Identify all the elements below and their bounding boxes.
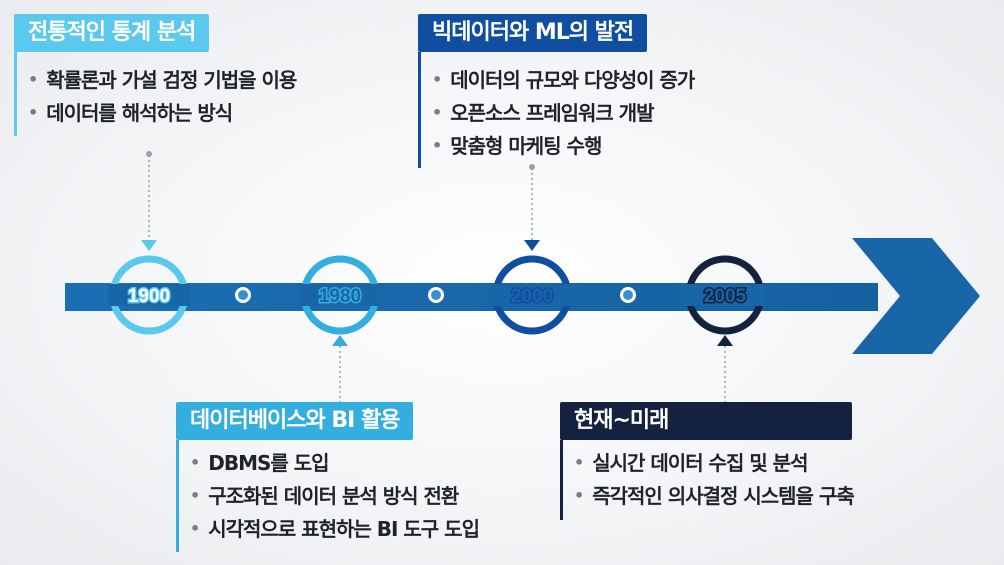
list-item: DBMS를 도입 <box>190 447 479 480</box>
connector-end-dot <box>529 164 535 170</box>
milestone-2000-items: 데이터의 규모와 다양성이 증가 오픈소스 프레임워크 개발 맞춤형 마케팅 수… <box>432 64 695 163</box>
list-item: 실시간 데이터 수집 및 분석 <box>574 447 854 480</box>
milestone-1980-title: 데이터베이스와 BI 활용 <box>176 402 414 440</box>
list-item: 데이터의 규모와 다양성이 증가 <box>432 64 695 97</box>
milestone-year-label: 2000 <box>511 286 553 307</box>
milestone-2000-title: 빅데이터와 ML의 발전 <box>418 14 648 52</box>
milestone-year-label: 2005 <box>704 286 747 307</box>
list-item: 확률론과 가설 검정 기법을 이용 <box>28 64 297 97</box>
milestone-2000-bar <box>418 52 421 168</box>
milestone-1900-marker: 1900 <box>108 240 190 335</box>
milestone-2005-items: 실시간 데이터 수집 및 분석 즉각적인 의사결정 시스템을 구축 <box>574 447 854 513</box>
timeline-arrow-head <box>852 238 980 354</box>
milestone-1900-items: 확률론과 가설 검정 기법을 이용 데이터를 해석하는 방식 <box>28 64 297 130</box>
milestone-2005-title: 현재~미래 <box>560 402 852 440</box>
list-item: 맞춤형 마케팅 수행 <box>432 130 694 163</box>
milestone-2005-marker: 2005 <box>684 255 766 346</box>
milestone-1980-marker: 1980 <box>299 255 381 346</box>
list-item: 오픈소스 프레임워크 개발 <box>432 97 694 130</box>
connector-end-dot <box>146 151 152 157</box>
timeline-arrow-body <box>65 283 878 311</box>
timeline-dot <box>428 287 444 303</box>
milestone-year-label: 1980 <box>319 286 361 307</box>
list-item: 시각적으로 표현하는 BI 도구 도입 <box>190 513 480 546</box>
list-item: 데이터를 해석하는 방식 <box>28 97 296 130</box>
milestone-2000-marker: 2000 <box>491 240 573 335</box>
milestone-year-label: 1900 <box>128 286 170 307</box>
timeline-dot <box>620 287 636 303</box>
milestone-1900-title: 전통적인 통계 분석 <box>14 14 210 52</box>
milestone-1900-bar <box>14 52 17 136</box>
timeline-dot <box>235 287 251 303</box>
list-item: 즉각적인 의사결정 시스템을 구축 <box>574 480 854 513</box>
milestone-2005-bar <box>560 440 563 520</box>
list-item: 구조화된 데이터 분석 방식 전환 <box>190 480 479 513</box>
milestone-1980-bar <box>176 440 179 552</box>
milestone-1980-items: DBMS를 도입 구조화된 데이터 분석 방식 전환 시각적으로 표현하는 BI… <box>190 447 480 546</box>
